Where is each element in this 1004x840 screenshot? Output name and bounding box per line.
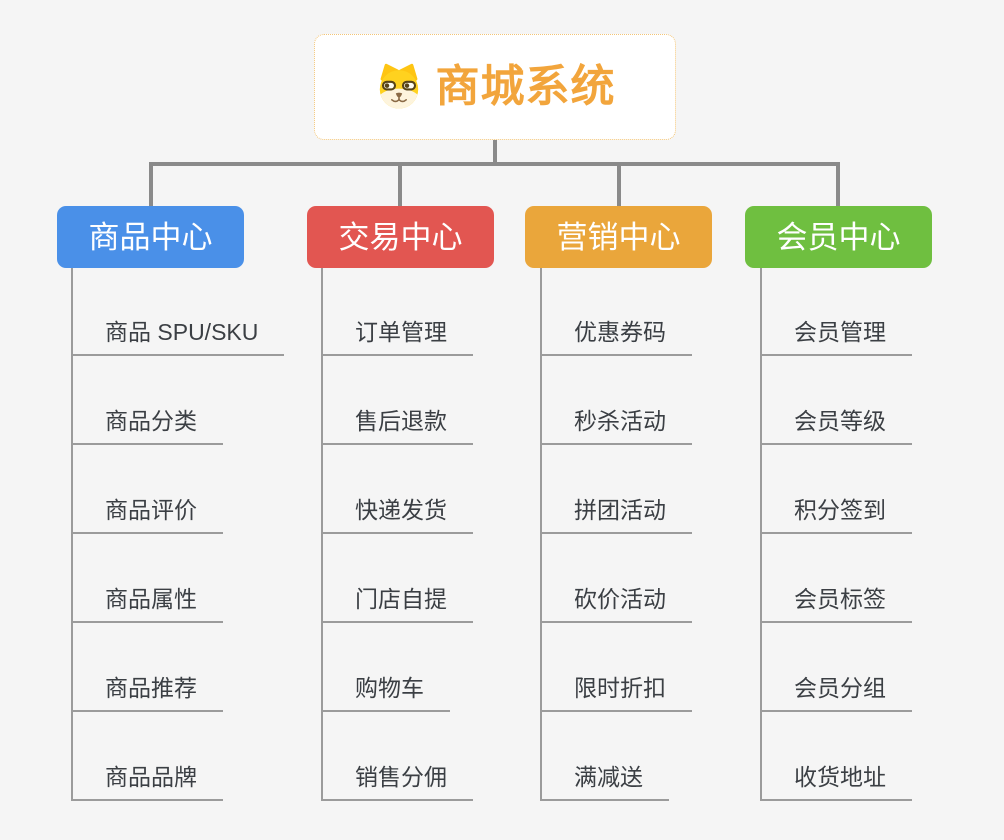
branch-label: 营销中心 (556, 219, 681, 255)
tree-child-node[interactable]: 销售分佣 (321, 764, 473, 801)
branch-label: 会员中心 (776, 219, 901, 255)
tree-child-node[interactable]: 限时折扣 (540, 675, 692, 712)
root-node[interactable]: 商城系统 (314, 34, 676, 140)
tree-child-row: 会员标签 (760, 534, 912, 623)
tree-child-row: 商品分类 (71, 356, 284, 445)
tree-child-node[interactable]: 会员等级 (760, 408, 912, 445)
branch-children-trade: 订单管理 售后退款 快递发货 门店自提 购物车 销售分佣 (321, 267, 473, 801)
tree-child-node[interactable]: 门店自提 (321, 586, 473, 623)
tree-child-row: 积分签到 (760, 445, 912, 534)
tree-child-node[interactable]: 拼团活动 (540, 497, 692, 534)
tree-child-node[interactable]: 积分签到 (760, 497, 912, 534)
tree-child-node[interactable]: 商品分类 (71, 408, 223, 445)
tree-child-node[interactable]: 会员管理 (760, 319, 912, 356)
connector-drop-marketing (617, 166, 621, 206)
connector-drop-member (836, 166, 840, 206)
tree-child-row: 商品品牌 (71, 712, 284, 801)
tree-child-node[interactable]: 快递发货 (321, 497, 473, 534)
branch-vline-product (71, 268, 73, 801)
branch-node-product-center[interactable]: 商品中心 (57, 206, 244, 268)
connector-root-stub (493, 140, 497, 164)
tree-child-node[interactable]: 商品推荐 (71, 675, 223, 712)
branch-label: 交易中心 (338, 219, 463, 255)
branch-children-marketing: 优惠券码 秒杀活动 拼团活动 砍价活动 限时折扣 满减送 (540, 267, 692, 801)
tree-child-node[interactable]: 订单管理 (321, 319, 473, 356)
tree-child-node[interactable]: 收货地址 (760, 764, 912, 801)
branch-children-product: 商品 SPU/SKU 商品分类 商品评价 商品属性 商品推荐 商品品牌 (71, 267, 285, 801)
tree-child-row: 秒杀活动 (540, 356, 692, 445)
branch-node-member-center[interactable]: 会员中心 (745, 206, 932, 268)
tree-child-node[interactable]: 商品品牌 (71, 764, 223, 801)
tree-child-row: 订单管理 (321, 267, 473, 356)
tree-child-row: 商品属性 (71, 534, 284, 623)
tree-child-row: 砍价活动 (540, 534, 692, 623)
branch-vline-trade (321, 268, 323, 801)
branch-vline-member (760, 268, 762, 801)
tree-child-node[interactable]: 会员标签 (760, 586, 912, 623)
root-title: 商城系统 (435, 62, 616, 111)
tree-child-row: 售后退款 (321, 356, 473, 445)
tree-child-row: 门店自提 (321, 534, 473, 623)
branch-children-member: 会员管理 会员等级 积分签到 会员标签 会员分组 收货地址 (760, 267, 912, 801)
tree-child-node[interactable]: 优惠券码 (540, 319, 692, 356)
tree-child-row: 限时折扣 (540, 623, 692, 712)
tree-child-row: 商品评价 (71, 445, 284, 534)
tree-child-node[interactable]: 售后退款 (321, 408, 473, 445)
tree-child-node[interactable]: 商品 SPU/SKU (71, 319, 285, 356)
tree-child-row: 会员等级 (760, 356, 912, 445)
tree-child-row: 会员管理 (760, 267, 912, 356)
branch-label: 商品中心 (88, 219, 213, 255)
tree-child-row: 拼团活动 (540, 445, 692, 534)
tree-child-row: 商品 SPU/SKU (71, 267, 285, 356)
tree-child-node[interactable]: 秒杀活动 (540, 408, 692, 445)
branch-vline-marketing (540, 268, 542, 801)
tree-child-node[interactable]: 满减送 (540, 764, 669, 801)
branch-node-trade-center[interactable]: 交易中心 (307, 206, 494, 268)
tree-child-row: 会员分组 (760, 623, 912, 712)
tree-child-row: 销售分佣 (321, 712, 473, 801)
tree-child-node[interactable]: 商品评价 (71, 497, 223, 534)
connector-horizontal-bar (149, 162, 840, 166)
tree-child-node[interactable]: 商品属性 (71, 586, 223, 623)
tree-child-node[interactable]: 砍价活动 (540, 586, 692, 623)
tree-child-row: 商品推荐 (71, 623, 284, 712)
tree-child-row: 购物车 (321, 623, 473, 712)
tree-child-row: 优惠券码 (540, 267, 692, 356)
tree-child-row: 收货地址 (760, 712, 912, 801)
tree-child-node[interactable]: 购物车 (321, 675, 450, 712)
branch-node-marketing-center[interactable]: 营销中心 (525, 206, 712, 268)
tree-child-node[interactable]: 会员分组 (760, 675, 912, 712)
tree-child-row: 快递发货 (321, 445, 473, 534)
connector-drop-product (149, 166, 153, 206)
tree-child-row: 满减送 (540, 712, 692, 801)
connector-drop-trade (398, 166, 402, 206)
doge-icon (379, 63, 418, 109)
